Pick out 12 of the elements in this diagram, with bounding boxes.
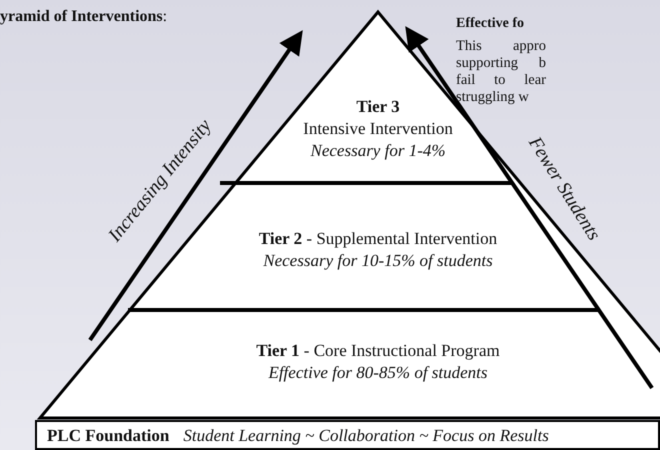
tier-name: Intensive Intervention (302, 118, 454, 140)
foundation-label: PLC Foundation (47, 425, 170, 447)
tier-description: Effective for 80-85% of students (267, 362, 489, 384)
heading: Effective fo (456, 16, 524, 32)
tier-description: Necessary for 1-4% (309, 140, 447, 162)
foundation-bar (35, 420, 660, 450)
tier-heading: Tier 1 - Core Instructional Program (255, 340, 501, 362)
tier-description: Necessary for 10-15% of students (262, 250, 494, 272)
tier-heading: Tier 2 - Supplemental Intervention (258, 228, 498, 250)
title: yramid of Interventions: (0, 8, 168, 26)
paragraph: This appro supporting b fail to lear struggling w (456, 38, 546, 106)
foundation-values: Student Learning ~ Collaboration ~ Focus on Results (183, 425, 549, 447)
